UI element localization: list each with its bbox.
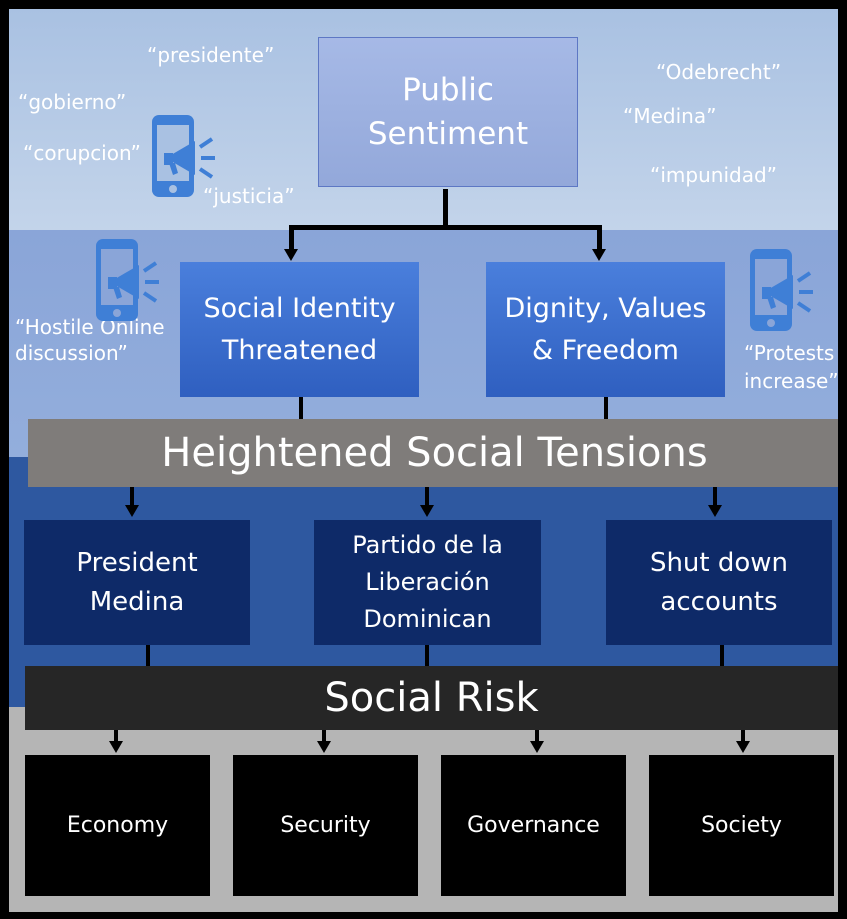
connector-risk-governance <box>535 729 539 741</box>
arrow-to-shutdown <box>708 505 722 517</box>
president-medina-label: President Medina <box>76 547 198 617</box>
keyword-presidente: “presidente” <box>147 43 275 67</box>
connector-top-split <box>289 225 602 230</box>
social-risk-label: Social Risk <box>324 675 539 721</box>
keyword-impunidad: “impunidad” <box>650 163 778 187</box>
arrow-to-president <box>125 505 139 517</box>
arrow-to-economy <box>109 741 123 753</box>
connector-shutdown-risk <box>720 643 724 667</box>
social-identity-label: Social Identity Threatened <box>203 292 396 366</box>
connector-right-down <box>597 225 602 251</box>
keyword-gobierno: “gobierno” <box>18 90 127 114</box>
connector-top-down <box>443 189 448 229</box>
arrow-to-dignity <box>592 249 606 261</box>
governance-label: Governance <box>467 813 600 838</box>
phone-megaphone-icon <box>750 249 813 331</box>
public-sentiment-label: Public Sentiment <box>367 72 529 152</box>
economy-label: Economy <box>66 813 169 838</box>
connector-risk-economy <box>114 729 118 741</box>
economy-box: Economy <box>25 755 210 896</box>
shut-down-accounts-box: Shut down accounts <box>606 520 832 645</box>
president-medina-box: President Medina <box>24 520 250 645</box>
arrow-to-partido <box>420 505 434 517</box>
connector-dignity-tension <box>604 397 608 419</box>
social-identity-box: Social Identity Threatened <box>180 262 419 397</box>
dignity-values-box: Dignity, Values & Freedom <box>486 262 725 397</box>
arrow-to-governance <box>530 741 544 753</box>
security-box: Security <box>233 755 418 896</box>
governance-box: Governance <box>441 755 626 896</box>
arrow-to-society <box>736 741 750 753</box>
keyword-medina: “Medina” <box>623 104 717 128</box>
connector-left-down <box>289 225 294 251</box>
arrow-to-security <box>317 741 331 753</box>
keyword-justicia: “justicia” <box>203 184 295 208</box>
connector-partido-risk <box>425 643 429 667</box>
arrow-to-social-identity <box>284 249 298 261</box>
public-sentiment-box: Public Sentiment <box>318 37 578 187</box>
dignity-values-label: Dignity, Values & Freedom <box>504 292 707 366</box>
society-box: Society <box>649 755 834 896</box>
phone-megaphone-icon <box>152 115 215 197</box>
connector-president-risk <box>146 643 150 667</box>
heightened-social-tensions-label: Heightened Social Tensions <box>161 430 708 476</box>
connector-risk-society <box>741 729 745 741</box>
keyword-corupcion: “corupcion” <box>23 141 141 165</box>
society-label: Society <box>701 813 782 838</box>
shut-down-accounts-label: Shut down accounts <box>649 547 789 617</box>
keyword-odebrecht: “Odebrecht” <box>656 60 782 84</box>
connector-tension-president <box>130 487 134 505</box>
phone-megaphone-icon <box>96 239 159 321</box>
social-risk-band: Social Risk <box>25 666 838 730</box>
partido-liberacion-box: Partido de la Liberación Dominican <box>314 520 541 645</box>
keyword-protests-increase: “Protests increase” <box>744 341 839 393</box>
security-label: Security <box>280 813 371 838</box>
connector-identity-tension <box>299 397 303 419</box>
partido-liberacion-label: Partido de la Liberación Dominican <box>352 531 503 633</box>
connector-tension-partido <box>425 487 429 505</box>
heightened-social-tensions-band: Heightened Social Tensions <box>28 419 838 487</box>
connector-tension-shutdown <box>713 487 717 505</box>
connector-risk-security <box>322 729 326 741</box>
